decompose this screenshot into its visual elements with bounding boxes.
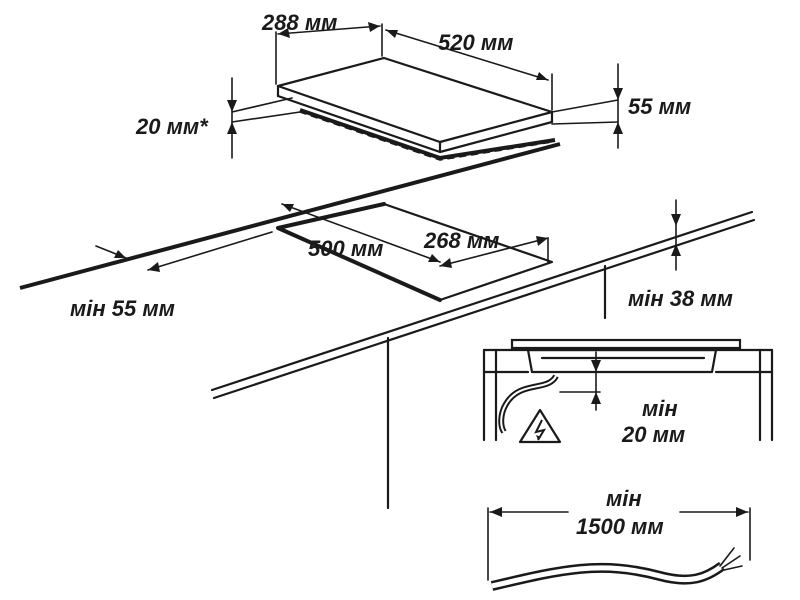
- label-min-front: мін 55 мм: [70, 296, 175, 321]
- label-min-cable-1: мін: [606, 486, 642, 511]
- label-hob-height: 55 мм: [628, 94, 691, 119]
- label-min-clearance-2: 20 мм: [621, 422, 685, 447]
- label-hob-depth: 288 мм: [261, 10, 337, 35]
- dim-hob-width: [385, 29, 553, 111]
- label-hob-width: 520 мм: [438, 30, 513, 55]
- dim-cutout-width: [281, 203, 441, 263]
- hob: [276, 56, 556, 161]
- dim-min-front: [95, 231, 273, 272]
- label-min-thickness: мін 38 мм: [628, 286, 733, 311]
- label-min-cable-2: 1500 мм: [576, 514, 664, 539]
- dim-gap-under: [227, 77, 301, 159]
- cutout: [276, 202, 554, 302]
- electrical-hazard-icon: [518, 408, 562, 444]
- label-min-clearance-1: мін: [642, 396, 678, 421]
- label-cutout-depth: 268 мм: [423, 228, 499, 253]
- label-gap-under: 20 мм*: [135, 114, 209, 139]
- hob-projection: [299, 111, 553, 161]
- dim-worktop-thickness: [671, 199, 681, 271]
- cable-length: [487, 507, 751, 591]
- dim-hob-depth: [275, 22, 383, 85]
- section-inset: [482, 338, 774, 444]
- dim-cutout-depth: [439, 236, 549, 268]
- dim-hob-height: [551, 63, 623, 149]
- label-cutout-width: 500 мм: [308, 236, 383, 261]
- worktop: [19, 142, 756, 510]
